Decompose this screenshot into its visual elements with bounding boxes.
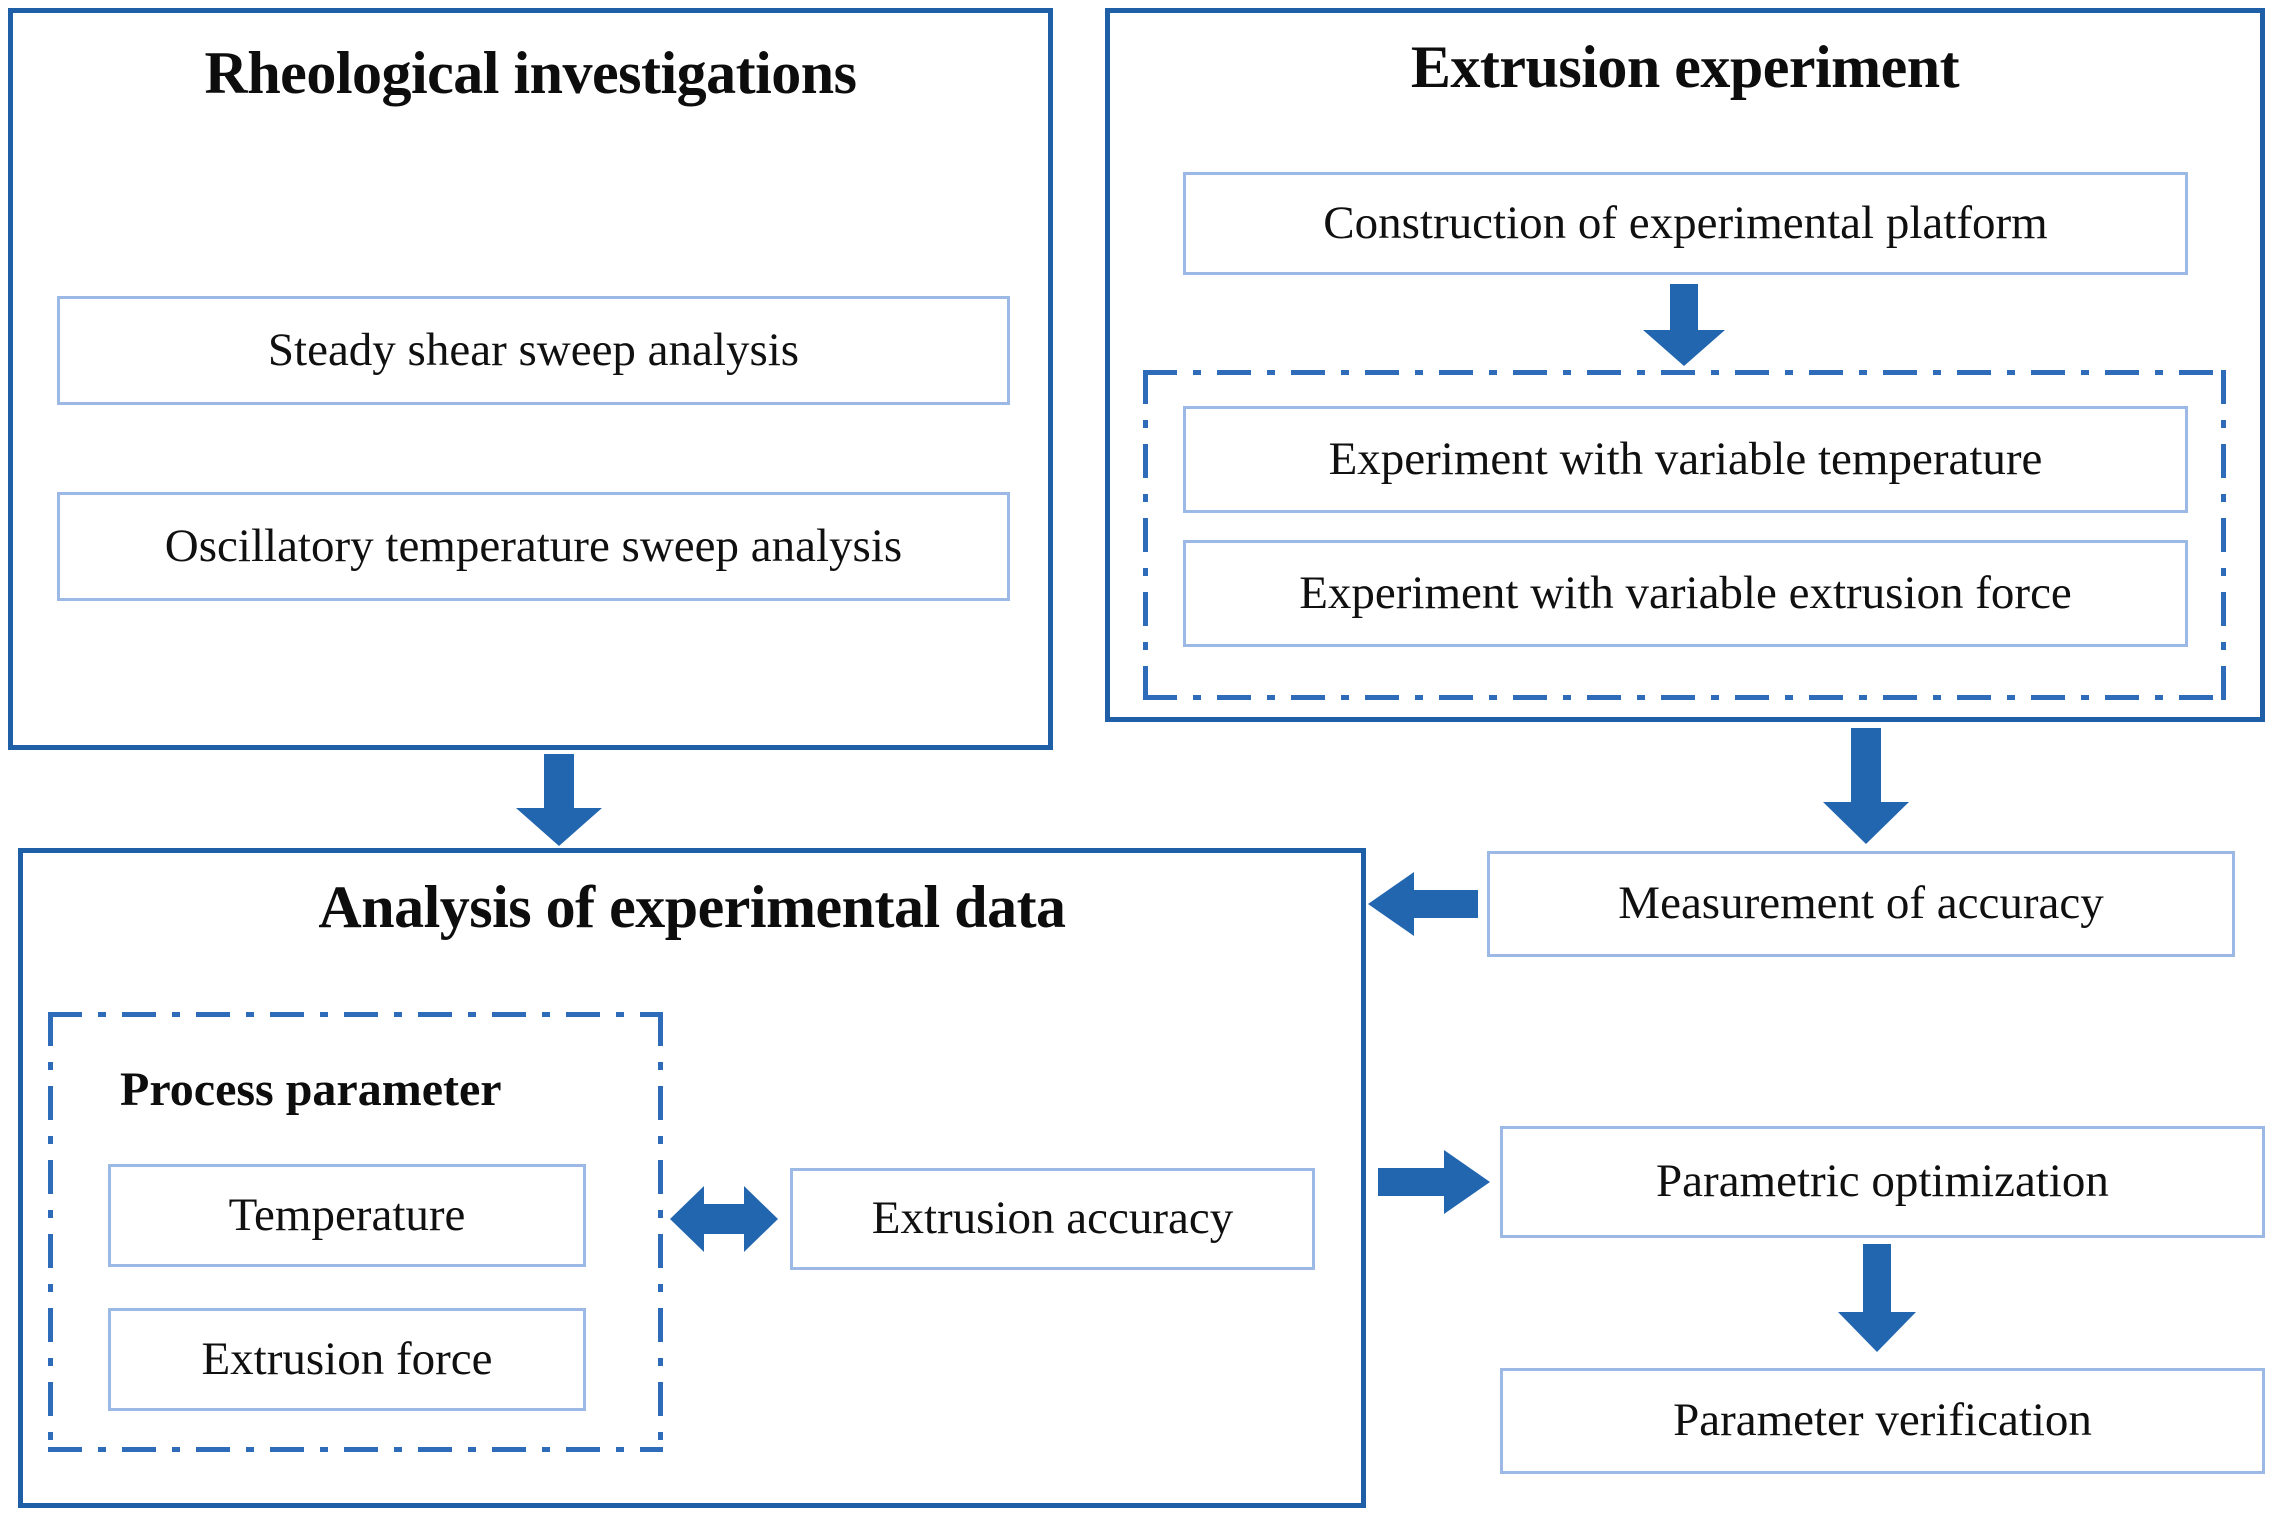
arrow-analysis-to-optimization-icon bbox=[1378, 1150, 1490, 1214]
group-label-process-parameter: Process parameter bbox=[120, 1063, 502, 1116]
panel-analysis-title: Analysis of experimental data bbox=[318, 874, 1066, 940]
box-measurement-of-accuracy[interactable]: Measurement of accuracy bbox=[1487, 851, 2235, 957]
arrow-measurement-to-analysis-icon bbox=[1368, 872, 1478, 936]
panel-rheological-title: Rheological investigations bbox=[204, 40, 857, 106]
panel-extrusion-title: Extrusion experiment bbox=[1410, 34, 1960, 100]
box-extrusion-force[interactable]: Extrusion force bbox=[108, 1308, 586, 1411]
box-construction-of-experimental-platform[interactable]: Construction of experimental platform bbox=[1183, 172, 2188, 275]
arrow-rheological-to-analysis-icon bbox=[516, 754, 602, 846]
box-parametric-optimization[interactable]: Parametric optimization bbox=[1500, 1126, 2265, 1238]
box-oscillatory-temperature-sweep-analysis[interactable]: Oscillatory temperature sweep analysis bbox=[57, 492, 1010, 601]
box-parameter-verification[interactable]: Parameter verification bbox=[1500, 1368, 2265, 1474]
arrow-extrusion-to-measurement-icon bbox=[1823, 728, 1909, 844]
arrow-optimization-to-verification-icon bbox=[1838, 1244, 1916, 1352]
box-experiment-with-variable-extrusion-force[interactable]: Experiment with variable extrusion force bbox=[1183, 540, 2188, 647]
arrow-construction-to-experiments-icon bbox=[1643, 284, 1725, 366]
box-steady-shear-sweep-analysis[interactable]: Steady shear sweep analysis bbox=[57, 296, 1010, 405]
arrow-process-parameter-to-accuracy-icon bbox=[670, 1186, 778, 1252]
box-temperature[interactable]: Temperature bbox=[108, 1164, 586, 1267]
box-extrusion-accuracy[interactable]: Extrusion accuracy bbox=[790, 1168, 1315, 1270]
box-experiment-with-variable-temperature[interactable]: Experiment with variable temperature bbox=[1183, 406, 2188, 513]
